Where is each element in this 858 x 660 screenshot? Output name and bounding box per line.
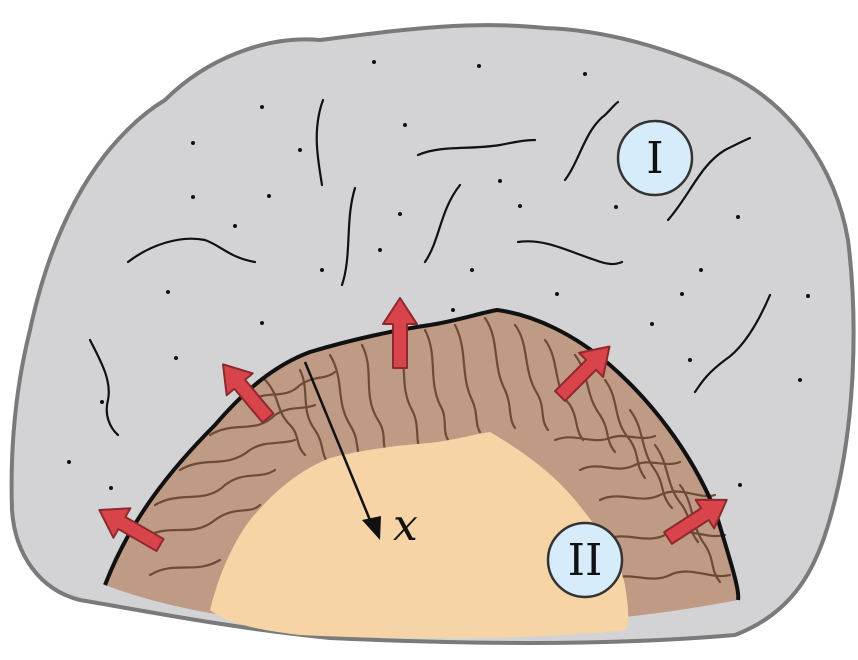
coordinate-label: x <box>393 500 418 551</box>
region-label-outer-text: I <box>646 133 663 184</box>
region-label-outer: I <box>618 121 692 195</box>
region-label-inner: II <box>548 523 622 597</box>
region-label-inner-text: II <box>568 535 603 586</box>
